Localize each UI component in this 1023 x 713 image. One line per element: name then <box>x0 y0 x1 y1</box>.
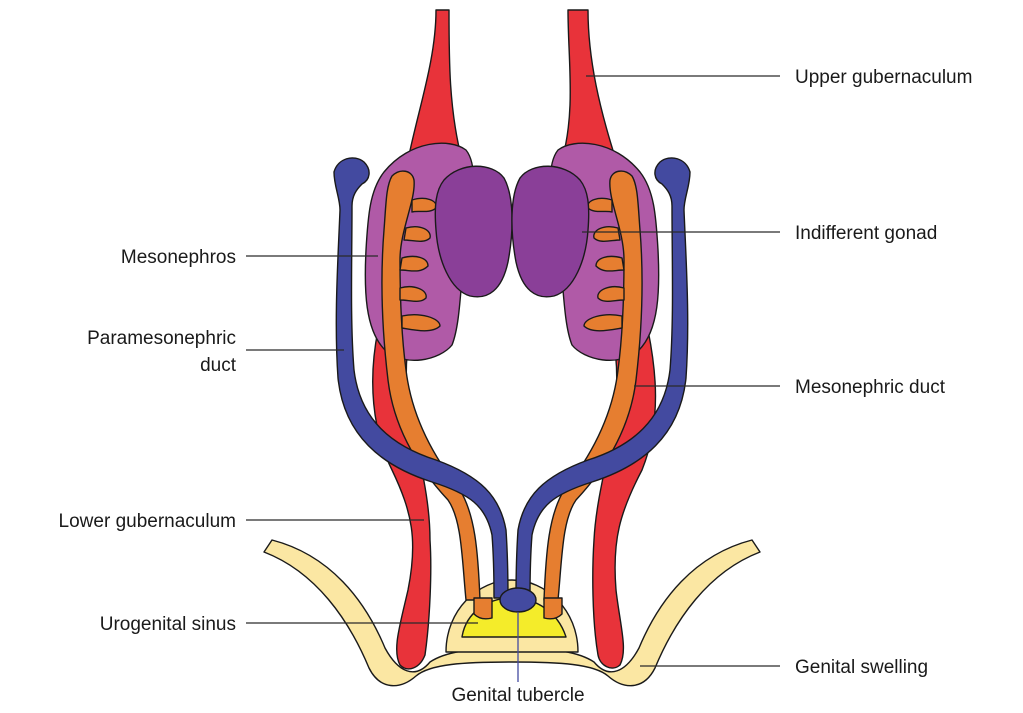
genital-tubercle-oval <box>500 588 536 612</box>
label-genital-tubercle: Genital tubercle <box>418 684 618 707</box>
label-indifferent-gonad: Indifferent gonad <box>795 222 937 245</box>
label-lower-gubernaculum: Lower gubernaculum <box>4 510 236 533</box>
right-duct-stub <box>544 598 562 619</box>
label-paramesonephric-duct-line2: duct <box>20 354 236 377</box>
label-mesonephric-duct: Mesonephric duct <box>795 376 945 399</box>
label-genital-swelling: Genital swelling <box>795 656 928 679</box>
label-mesonephros: Mesonephros <box>60 246 236 269</box>
left-upper-gubernaculum <box>408 10 462 160</box>
left-duct-stub <box>474 598 492 619</box>
label-paramesonephric-duct-line1: Paramesonephric <box>20 327 236 350</box>
label-upper-gubernaculum: Upper gubernaculum <box>795 66 972 89</box>
label-urogenital-sinus: Urogenital sinus <box>20 613 236 636</box>
right-upper-gubernaculum <box>562 10 616 160</box>
